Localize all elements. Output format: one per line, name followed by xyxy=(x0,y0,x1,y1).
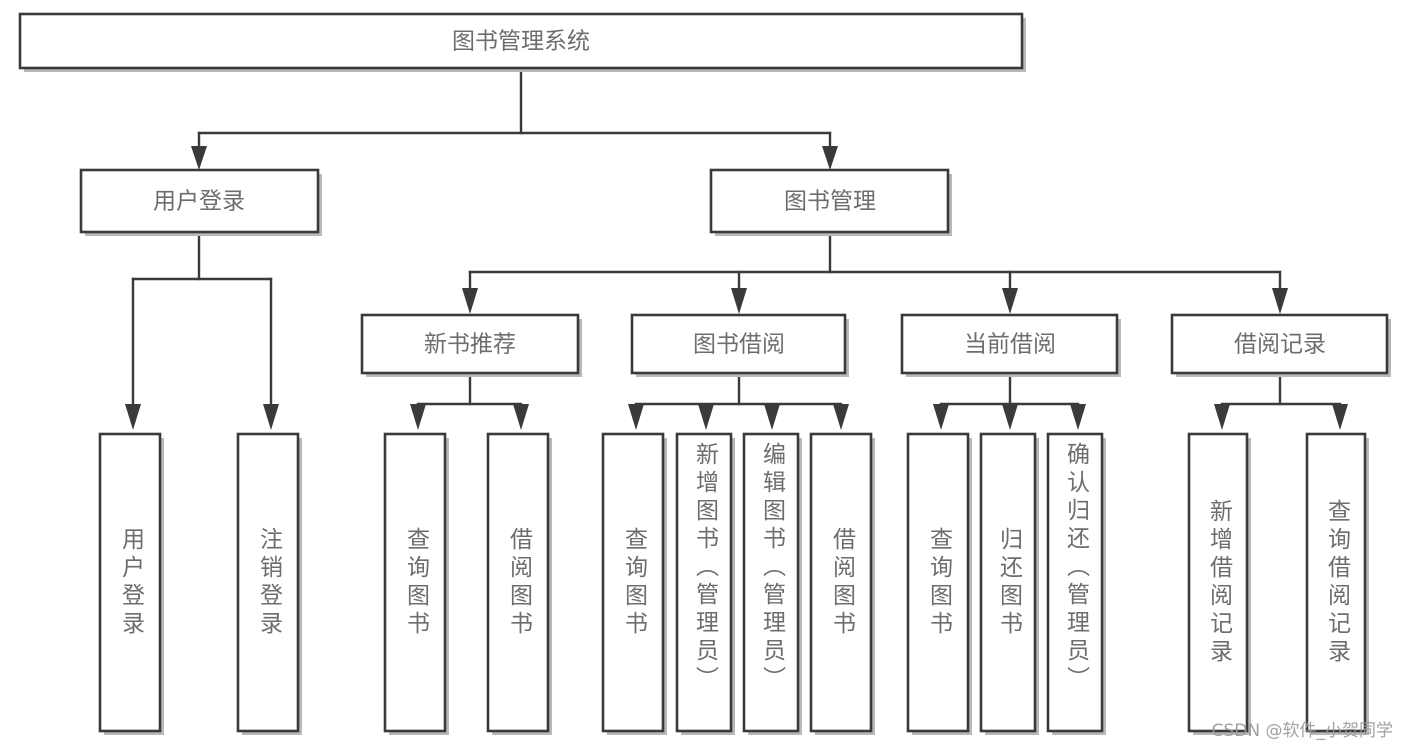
node-current-borrow-label: 当前借阅 xyxy=(964,332,1056,358)
arrow-borrow-record xyxy=(1272,288,1288,314)
arrow-leaf-edit-book xyxy=(764,404,780,430)
arrow-book-manage xyxy=(822,146,838,170)
node-borrow-record[interactable]: 借阅记录 xyxy=(1170,313,1391,377)
arrow-new-book-recommend xyxy=(462,288,478,314)
arrow-user-login xyxy=(191,146,207,170)
connector-layer xyxy=(125,66,1348,430)
leaf-box-borrow-book-1[interactable] xyxy=(486,432,550,733)
watermark: CSDN @软件_小贺同学 xyxy=(1211,721,1393,741)
arrow-leaf-query-record xyxy=(1332,404,1348,430)
arrow-leaf-query-book-1 xyxy=(410,404,426,430)
node-borrow-record-label: 借阅记录 xyxy=(1234,332,1326,358)
arrow-leaf-confirm-return xyxy=(1070,404,1086,430)
leaf-box-user-login[interactable] xyxy=(98,432,162,733)
node-user-login[interactable]: 用户登录 xyxy=(79,168,322,236)
node-root[interactable]: 图书管理系统 xyxy=(18,12,1026,72)
leaf-box-add-record[interactable] xyxy=(1187,432,1249,733)
leaf-box-query-book-3[interactable] xyxy=(906,432,970,733)
leaf-box-layer xyxy=(98,432,1369,735)
node-book-borrow-label: 图书借阅 xyxy=(693,332,785,358)
leaf-box-return-book[interactable] xyxy=(979,432,1037,733)
arrow-current-borrow xyxy=(1002,288,1018,314)
arrow-leaf-query-book-2 xyxy=(628,404,644,430)
arrow-leaf-borrow-book-1 xyxy=(513,404,529,430)
node-current-borrow[interactable]: 当前借阅 xyxy=(900,313,1121,377)
arrow-leaf-borrow-book-2 xyxy=(833,404,849,430)
arrow-leaf-return-book xyxy=(1002,404,1018,430)
node-user-login-label: 用户登录 xyxy=(153,189,245,215)
node-book-manage[interactable]: 图书管理 xyxy=(709,168,952,236)
arrow-leaf-query-book-3 xyxy=(933,404,949,430)
node-new-book-recommend[interactable]: 新书推荐 xyxy=(360,313,582,377)
node-book-manage-label: 图书管理 xyxy=(784,189,876,215)
leaf-box-query-book-2[interactable] xyxy=(601,432,665,733)
arrow-leaf-add-book xyxy=(698,404,714,430)
arrow-book-borrow xyxy=(731,288,747,314)
arrow-leaf-logout xyxy=(263,404,279,430)
arrow-leaf-add-record xyxy=(1214,404,1230,430)
leaf-box-borrow-book-2[interactable] xyxy=(809,432,873,733)
arrow-leaf-user-login xyxy=(125,404,141,430)
node-root-label: 图书管理系统 xyxy=(452,29,590,55)
leaf-box-add-book[interactable] xyxy=(675,432,733,733)
leaf-box-query-record[interactable] xyxy=(1305,432,1367,733)
leaf-box-confirm-return[interactable] xyxy=(1046,432,1104,733)
node-new-book-recommend-label: 新书推荐 xyxy=(424,332,516,358)
leaf-box-edit-book[interactable] xyxy=(742,432,800,733)
leaf-box-logout[interactable] xyxy=(236,432,300,733)
node-book-borrow[interactable]: 图书借阅 xyxy=(630,313,849,377)
leaf-box-query-book-1[interactable] xyxy=(383,432,447,733)
